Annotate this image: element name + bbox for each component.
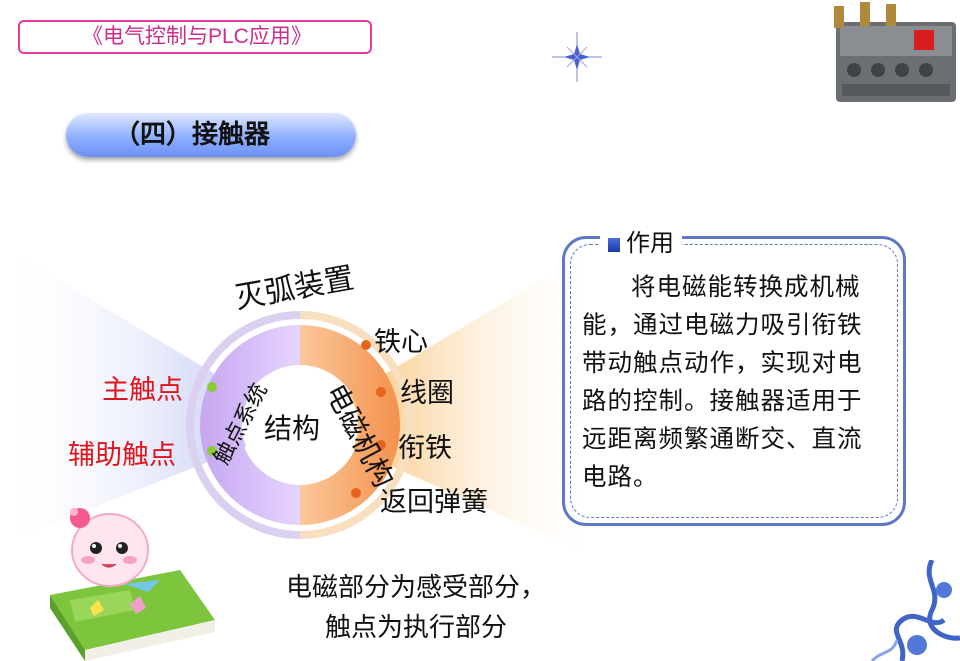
- left-item-aux-contact: 辅助触点: [68, 440, 176, 471]
- ring-right: [300, 325, 400, 525]
- section-title: （四）接触器: [66, 113, 356, 157]
- right-item-armature: 衔铁: [398, 433, 452, 464]
- sparkle-icon: [552, 32, 602, 82]
- bullet-dot: [207, 382, 217, 392]
- bullet-dot: [351, 488, 361, 498]
- function-description: 将电磁能转换成机械能，通过电磁力吸引衔铁带动触点动作，实现对电路的控制。接触器适…: [582, 272, 863, 491]
- bullet-dot: [361, 340, 371, 350]
- bullet-square-icon: [608, 237, 620, 252]
- diagram-graphics: [0, 245, 600, 560]
- left-fan: [0, 245, 300, 545]
- course-title: 《电气控制与PLC应用》: [18, 20, 372, 54]
- center-label: 结构: [264, 412, 321, 445]
- summary-line-1: 电磁部分为感受部分，: [285, 573, 546, 603]
- center-circle: [242, 367, 358, 483]
- function-title: 作用: [600, 230, 682, 256]
- left-item-main-contact: 主触点: [102, 375, 183, 406]
- summary-line-2: 触点为执行部分: [324, 613, 507, 643]
- function-box-inner-border: [570, 244, 898, 518]
- thermal-relay-image: [834, 2, 956, 102]
- right-fan: [300, 245, 600, 560]
- corner-ornament: [870, 560, 960, 661]
- right-item-core: 铁心: [374, 327, 428, 358]
- right-item-spring: 返回弹簧: [380, 487, 488, 518]
- summary-text: 电磁部分为感受部分， 触点为执行部分: [266, 568, 566, 648]
- bullet-dot: [207, 446, 217, 456]
- mascot-book-illustration: [50, 508, 215, 661]
- function-title-text: 作用: [626, 229, 674, 257]
- function-box: [562, 236, 906, 526]
- ring-left: [200, 325, 300, 525]
- bullet-dot: [376, 440, 386, 450]
- right-item-coil: 线圈: [400, 378, 454, 409]
- bullet-dot: [376, 387, 386, 397]
- structure-diagram: 结构 灭弧装置 触点系统 电磁机构 主触点 辅助触点 铁心 线圈 衔铁 返回弹簧: [0, 215, 600, 575]
